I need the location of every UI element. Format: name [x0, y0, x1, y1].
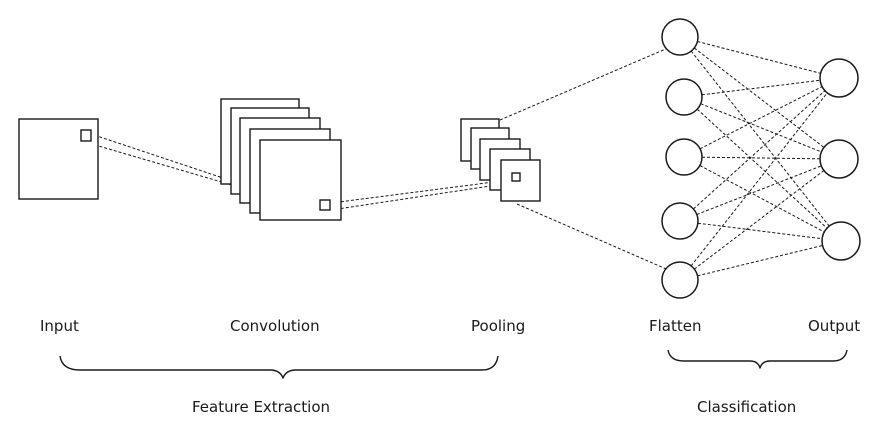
fc-line-2-3 — [696, 108, 828, 229]
pool-receptive-field — [511, 172, 521, 182]
connection-lines — [84, 41, 830, 277]
fc-line-4-1 — [693, 90, 826, 210]
input-label: Input — [40, 317, 79, 335]
pool-to-flatten-line-top — [499, 41, 683, 121]
flatten-layer — [661, 18, 703, 299]
fc-line-1-2 — [693, 47, 825, 148]
convolution-layer — [220, 98, 342, 221]
fc-line-5-2 — [693, 170, 825, 270]
input-receptive-field — [80, 129, 92, 142]
fc-line-2-2 — [700, 103, 822, 153]
output-node-2 — [819, 139, 859, 179]
fc-line-3-2 — [701, 156, 821, 160]
feature-extraction-brace — [59, 355, 499, 379]
output-label: Output — [808, 317, 860, 335]
flatten-node-4 — [661, 202, 699, 240]
pool-to-flatten-line-bottom — [516, 203, 681, 276]
pooling-layer — [460, 118, 541, 202]
flatten-label: Flatten — [649, 317, 702, 335]
output-layer — [819, 58, 861, 261]
fc-line-5-1 — [690, 92, 828, 267]
flatten-node-5 — [661, 261, 699, 299]
classification-brace — [667, 349, 848, 369]
pooling-label: Pooling — [471, 317, 525, 335]
conv-feature-map-5 — [259, 139, 342, 221]
feature-extraction-label: Feature Extraction — [192, 398, 330, 416]
conv-to-pool-line-top — [330, 178, 518, 204]
flatten-node-1 — [661, 18, 699, 56]
output-node-1 — [819, 58, 859, 98]
conv-receptive-field — [319, 199, 331, 211]
fc-line-4-3 — [697, 222, 823, 240]
conv-to-pool-line-bottom — [330, 181, 518, 211]
fc-line-3-3 — [699, 165, 825, 233]
fc-line-4-2 — [696, 165, 822, 215]
flatten-node-2 — [665, 78, 703, 116]
fc-line-3-1 — [699, 86, 823, 150]
convolution-label: Convolution — [230, 317, 320, 335]
input-layer — [18, 118, 99, 200]
classification-label: Classification — [697, 398, 796, 416]
fc-line-1-3 — [690, 50, 830, 227]
fc-line-5-3 — [697, 245, 823, 277]
flatten-node-3 — [665, 138, 703, 176]
output-node-3 — [821, 221, 861, 261]
fc-line-1-1 — [697, 41, 821, 74]
fully-connected-lines — [690, 41, 830, 277]
